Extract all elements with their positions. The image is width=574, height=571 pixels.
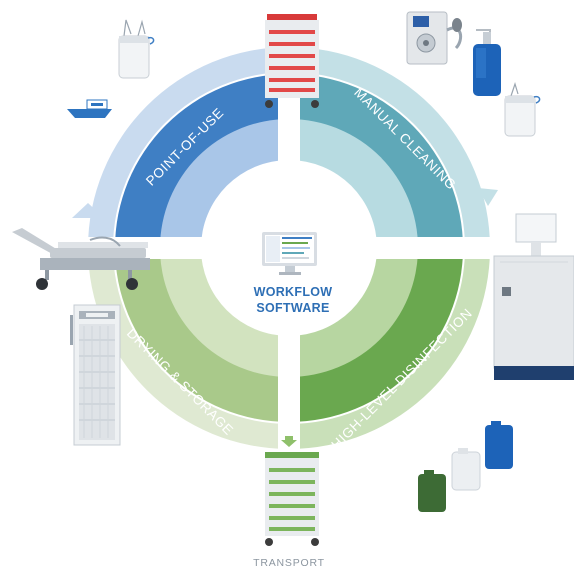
outer-ring-disinfection [289,248,490,449]
storage-cart-red-icon [265,14,319,108]
stretcher-icon [12,228,150,290]
chemical-jugs-icon [418,421,513,512]
center-title-line1: WORKFLOW [254,285,333,299]
washer-disinfector-icon [493,213,574,380]
soap-bottle-icon [473,29,501,96]
wipes-canister-icon [504,82,541,137]
transport-label: TRANSPORT [253,557,325,569]
arrow-down-right-icon [478,188,498,206]
pump-device-icon [406,11,463,65]
storage-cart-green-icon [265,452,319,546]
wipes-canister-icon [118,19,155,79]
arrow-up-left-icon [72,203,104,218]
center-title-line2: SOFTWARE [256,301,329,315]
monitor-computer-icon [262,232,317,275]
drying-cabinet-icon [70,304,121,446]
boat-basin-icon [67,99,112,118]
arrow-down-icon [281,436,297,447]
